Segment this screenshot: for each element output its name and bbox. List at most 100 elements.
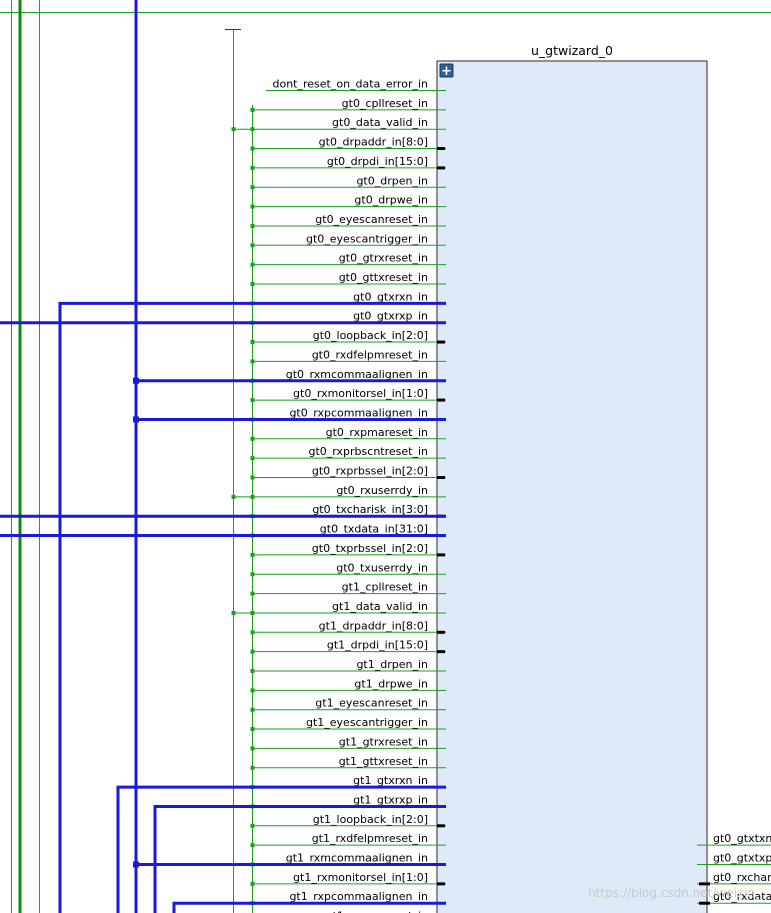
input-port-6[interactable]: gt0_drpwe_in <box>250 194 447 209</box>
pin-junction <box>250 475 255 480</box>
input-port-label: gt0_data_valid_in <box>332 116 428 129</box>
input-port-13[interactable]: gt0_loopback_in[2:0] <box>250 329 447 345</box>
input-port-label: gt1_drpwe_in <box>354 677 428 690</box>
input-port-3[interactable]: gt0_drpaddr_in[8:0] <box>250 136 447 151</box>
input-port-label: gt0_gtxrxn_in <box>353 290 428 303</box>
input-port-18[interactable]: gt0_rxpmareset_in <box>250 426 447 441</box>
input-port-9[interactable]: gt0_gtrxreset_in <box>250 252 447 267</box>
pin-junction <box>250 688 255 693</box>
input-port-2[interactable]: gt0_data_valid_in <box>250 116 447 132</box>
pin-junction <box>250 765 255 770</box>
pin-junction <box>250 107 255 112</box>
output-port-label: gt0_rxdata <box>713 890 771 903</box>
blue-junction <box>133 861 139 868</box>
input-port-0[interactable]: dont_reset_on_data_error_in <box>266 78 446 91</box>
input-port-29[interactable]: gt1_drpdi_in[15:0] <box>250 639 447 654</box>
wire-junction <box>231 610 236 615</box>
pin-junction <box>250 843 255 848</box>
input-port-24[interactable]: gt0_txprbssel_in[2:0] <box>250 542 447 557</box>
output-ports: gt0_gtxtxn_ gt0_gtxtxp_ gt0_rxchari gt0_rxd… <box>697 832 771 905</box>
input-port-label: gt0_gtxrxp_in <box>353 310 428 323</box>
output-port-3[interactable]: gt0_rxdata <box>697 890 771 905</box>
input-port-43[interactable]: gt1_rxpmareset_in <box>251 910 447 913</box>
input-port-32[interactable]: gt1_eyescanreset_in <box>250 697 447 712</box>
expand-block-button[interactable]: + <box>439 63 454 79</box>
pin-junction <box>250 127 255 132</box>
input-port-21[interactable]: gt0_rxuserrdy_in <box>250 484 447 499</box>
output-port-2[interactable]: gt0_rxchari <box>697 871 771 886</box>
input-port-label: gt0_txdata_in[31:0] <box>320 523 428 536</box>
wire-junction <box>231 494 236 499</box>
net-gt1-gtxrxp <box>153 804 446 913</box>
input-port-19[interactable]: gt0_rxprbscntreset_in <box>250 445 447 461</box>
input-port-label: gt0_rxprbssel_in[2:0] <box>312 465 428 478</box>
pin-junction <box>250 881 255 886</box>
input-port-25[interactable]: gt0_txuserrdy_in <box>250 561 447 577</box>
input-port-28[interactable]: gt1_drpaddr_in[8:0] <box>250 619 447 635</box>
output-port-label: gt0_gtxtxn_ <box>713 832 771 845</box>
input-port-label: gt0_rxprbscntreset_in <box>309 445 428 458</box>
net-gt0-gtxrxn <box>58 301 446 913</box>
input-port-31[interactable]: gt1_drpwe_in <box>250 677 447 693</box>
input-port-label: gt1_data_valid_in <box>332 600 428 613</box>
watermark-text: https://blog.csdn.net/weixin_ <box>588 886 762 900</box>
pin-junction <box>250 572 255 577</box>
input-port-label: gt0_rxpmareset_in <box>326 426 428 439</box>
input-port-label: gt0_drpaddr_in[8:0] <box>319 136 428 149</box>
input-port-label: gt0_cpllreset_in <box>342 97 428 110</box>
output-port-1[interactable]: gt0_gtxtxp_ <box>697 852 771 865</box>
input-port-35[interactable]: gt1_gttxreset_in <box>250 755 447 770</box>
input-port-label: gt1_gtxrxn_in <box>353 774 428 787</box>
input-port-label: gt0_eyescanreset_in <box>315 213 428 226</box>
input-port-30[interactable]: gt1_drpen_in <box>250 658 447 673</box>
input-port-label: gt0_drpen_in <box>356 174 428 187</box>
pin-junction <box>250 436 255 441</box>
input-port-7[interactable]: gt0_eyescanreset_in <box>250 213 447 228</box>
input-port-27[interactable]: gt1_data_valid_in <box>250 600 447 615</box>
pin-junction <box>250 707 255 712</box>
input-port-label: gt0_gttxreset_in <box>339 271 428 284</box>
input-port-label: gt1_cpllreset_in <box>342 581 428 594</box>
output-port-0[interactable]: gt0_gtxtxn_ <box>697 832 771 846</box>
input-port-label: gt1_gtxrxp_in <box>353 793 428 806</box>
input-port-label: gt1_rxpmareset_in <box>326 910 428 913</box>
input-port-8[interactable]: gt0_eyescantrigger_in <box>250 232 447 248</box>
input-port-label: gt0_rxmonitorsel_in[1:0] <box>293 387 428 400</box>
input-port-26[interactable]: gt1_cpllreset_in <box>250 581 447 596</box>
pin-junction <box>250 591 255 596</box>
input-port-14[interactable]: gt0_rxdfelpmreset_in <box>250 348 447 364</box>
input-port-10[interactable]: gt0_gttxreset_in <box>250 271 447 286</box>
net-gt1-rxpcommaalignen <box>172 901 446 913</box>
pin-junction <box>250 398 255 403</box>
input-port-label: gt0_rxpcommaalignen_in <box>289 406 428 419</box>
input-port-16[interactable]: gt0_rxmonitorsel_in[1:0] <box>250 387 447 403</box>
input-port-39[interactable]: gt1_rxdfelpmreset_in <box>250 832 447 848</box>
pin-junction <box>250 456 255 461</box>
input-port-label: dont_reset_on_data_error_in <box>273 78 429 91</box>
pin-junction <box>250 243 255 248</box>
input-port-label: gt1_rxmcommaalignen_in <box>286 852 428 865</box>
pin-junction <box>250 359 255 364</box>
pin-junction <box>250 649 255 654</box>
input-port-label: gt0_rxmcommaalignen_in <box>286 368 428 381</box>
gtwizard-block[interactable] <box>436 60 708 913</box>
input-port-5[interactable]: gt0_drpen_in <box>250 174 447 190</box>
input-port-41[interactable]: gt1_rxmonitorsel_in[1:0] <box>250 871 447 886</box>
pin-junction <box>250 146 255 151</box>
input-port-label: gt1_drpen_in <box>356 658 428 671</box>
expand-plus-icon: + <box>441 64 452 79</box>
output-port-label: gt0_rxchari <box>713 871 771 884</box>
input-port-33[interactable]: gt1_eyescantrigger_in <box>250 716 447 732</box>
wire-junction <box>231 127 236 132</box>
foreground-wires <box>0 0 446 913</box>
input-port-label: gt1_eyescantrigger_in <box>306 716 428 729</box>
input-port-34[interactable]: gt1_gtrxreset_in <box>250 735 447 751</box>
input-port-label: gt0_txuserrdy_in <box>336 561 428 574</box>
input-port-38[interactable]: gt1_loopback_in[2:0] <box>250 813 447 828</box>
input-port-label: gt0_gtrxreset_in <box>339 252 428 265</box>
input-port-4[interactable]: gt0_drpdi_in[15:0] <box>250 155 447 170</box>
input-port-label: gt1_drpaddr_in[8:0] <box>319 619 428 632</box>
input-port-1[interactable]: gt0_cpllreset_in <box>250 97 447 112</box>
input-port-20[interactable]: gt0_rxprbssel_in[2:0] <box>250 465 447 480</box>
